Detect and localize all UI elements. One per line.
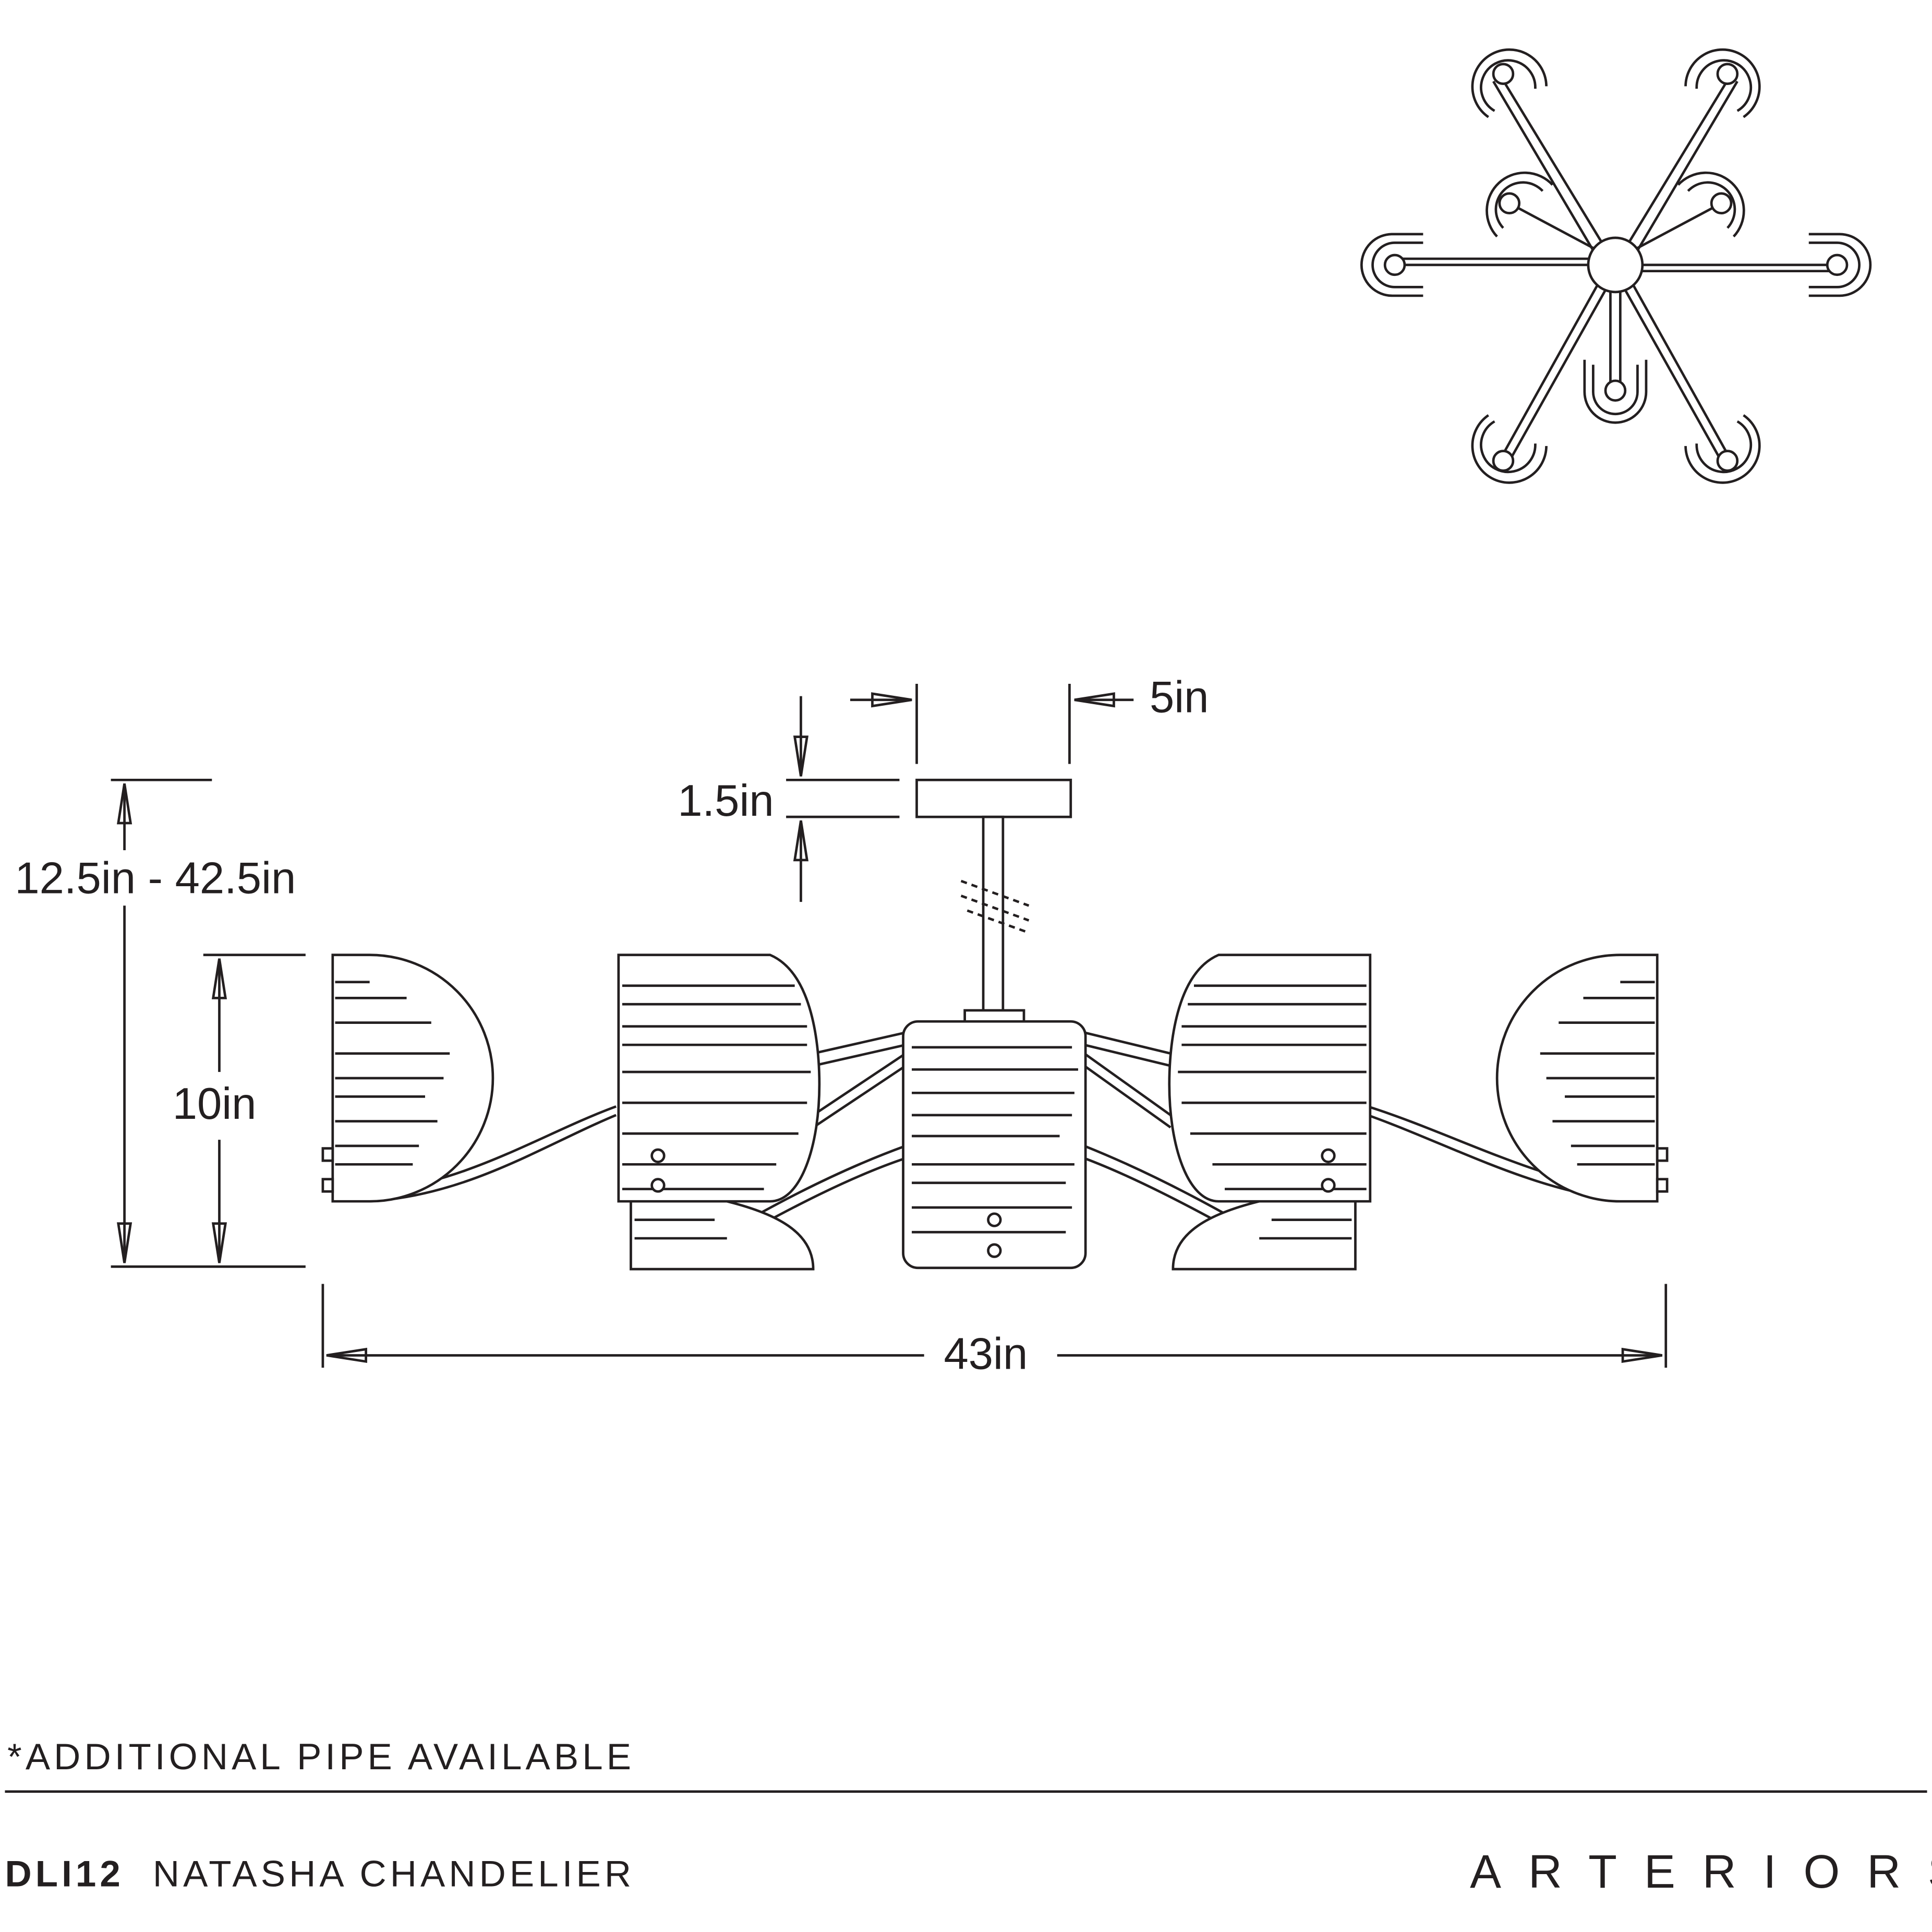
top-view [1360, 48, 1872, 484]
shade-back-left [630, 1200, 815, 1271]
additional-pipe-note: *ADDITIONAL PIPE AVAILABLE [7, 1736, 635, 1778]
canopy [915, 778, 1072, 818]
canopy-height-label: 1.5in [678, 776, 774, 826]
product-name: NATASHA CHANDELIER [153, 1854, 635, 1895]
side-view [321, 778, 1669, 1271]
overall-width-label: 43in [944, 1329, 1028, 1379]
shade-back-right [1172, 1200, 1357, 1271]
glass-texture [335, 981, 1655, 1240]
overall-height-label: 12.5in - 42.5in [15, 854, 296, 903]
brand-logo: ARTERIORS [1470, 1846, 1932, 1898]
canopy-width-label: 5in [1150, 672, 1209, 722]
downrod [982, 815, 1005, 1013]
fixture-height-label: 10in [173, 1079, 257, 1129]
shade-center [902, 1020, 1087, 1270]
shade-front-right [1168, 953, 1372, 1203]
sku: DLI12 [5, 1854, 124, 1895]
dimension-lines [111, 684, 1668, 1368]
center-hub [1587, 236, 1644, 294]
shade-front-left [617, 953, 821, 1203]
top-view-shades [1360, 48, 1872, 484]
